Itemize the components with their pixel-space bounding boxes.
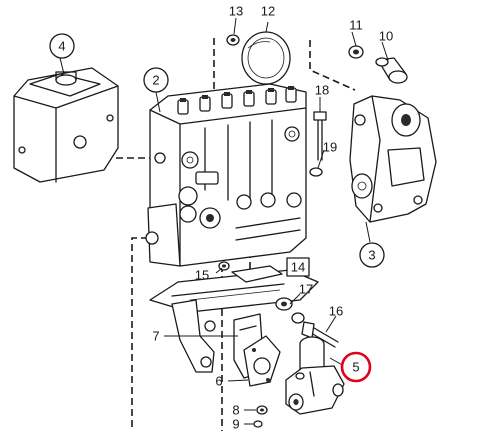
callout-15-label: 15 [195,268,209,283]
round-cover-plate [241,31,291,85]
callout-8-label: 8 [232,403,239,418]
fitting-9 [253,420,263,428]
callout-7-label: 7 [152,329,159,344]
callout-16-label: 16 [329,304,343,319]
callout-3-label: 3 [368,248,375,263]
cylinder-fitting-10 [375,57,408,84]
washer-13 [226,34,240,46]
callout-5-label: 5 [352,360,359,375]
cover-housing [13,67,119,183]
washer-17 [275,297,305,324]
callout-11-label: 11 [349,18,363,33]
callout-14: 14 [286,257,310,277]
callout-6-label: 6 [215,374,222,389]
seal-ring-11 [348,45,364,59]
governor-housing [349,95,437,223]
callout-14-label: 14 [291,260,305,275]
callout-13-label: 13 [229,4,243,19]
callout-4-label: 4 [58,39,65,54]
washer-19 [309,167,323,177]
feed-pump-5 [285,336,345,415]
callout-4: 4 [49,33,75,59]
callout-12-label: 12 [261,4,275,19]
callout-3: 3 [359,242,385,268]
callout-5: 5 [340,351,372,383]
gasket-6 [243,335,281,387]
callout-17-label: 17 [299,282,313,297]
fitting-8 [256,405,268,415]
callout-10-label: 10 [379,29,393,44]
callout-9-label: 9 [232,417,239,431]
callout-19-label: 19 [323,140,337,155]
callout-2: 2 [143,67,169,93]
callout-2-label: 2 [152,73,159,88]
pump-body [145,83,307,267]
callout-18-label: 18 [315,83,329,98]
